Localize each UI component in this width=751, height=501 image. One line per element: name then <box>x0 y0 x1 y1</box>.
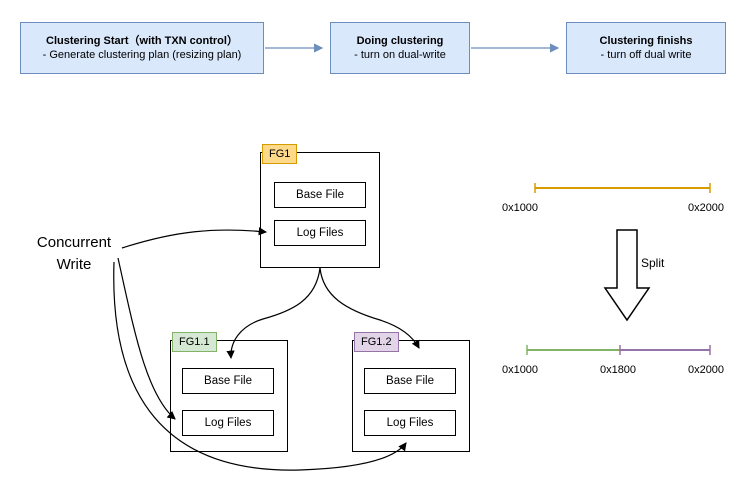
flow-step-subtitle: - Generate clustering plan (resizing pla… <box>42 49 242 61</box>
top-range-end-label: 0x2000 <box>687 202 725 214</box>
flow-step-subtitle: - turn off dual write <box>600 49 692 61</box>
flow-step-subtitle: - turn on dual-write <box>354 49 446 61</box>
fg1-label-tab: FG1 <box>262 144 298 164</box>
fg12-label-tab: FG1.2 <box>354 332 399 352</box>
fg11-log-files-box: Log Files <box>182 410 274 436</box>
flow-step-title: Clustering finishs <box>599 35 693 47</box>
top-key-range-line <box>534 183 711 193</box>
fg1-log-files-box: Log Files <box>274 220 366 246</box>
flow-step-title: Doing clustering <box>356 35 444 47</box>
concurrent-write-label: Concurrent Write <box>18 232 130 276</box>
split-down-arrow <box>603 229 651 322</box>
flow-step-clustering-finish: Clustering finishs - turn off dual write <box>566 22 726 74</box>
concurrent-write-line2: Write <box>56 256 92 273</box>
top-range-start-label: 0x1000 <box>501 202 539 214</box>
fg1-group-box <box>260 152 380 268</box>
flow-step-title: Clustering Start（with TXN control） <box>46 35 238 47</box>
bottom-range-start-label: 0x1000 <box>501 364 539 376</box>
bottom-range-end-label: 0x2000 <box>687 364 725 376</box>
split-label: Split <box>641 256 665 270</box>
fg11-label-tab: FG1.1 <box>172 332 217 352</box>
fg12-base-file-box: Base File <box>364 368 456 394</box>
concurrent-to-fg1-logs-arrow <box>121 227 268 249</box>
concurrent-to-fg11-logs-arrow <box>117 257 176 420</box>
flow-step-clustering-start: Clustering Start（with TXN control） - Gen… <box>20 22 264 74</box>
fg1-base-file-box: Base File <box>274 182 366 208</box>
concurrent-write-line1: Concurrent <box>36 234 112 251</box>
fg12-log-files-box: Log Files <box>364 410 456 436</box>
bottom-range-mid-label: 0x1800 <box>599 364 637 376</box>
flow-step-doing-clustering: Doing clustering - turn on dual-write <box>330 22 470 74</box>
fg11-base-file-box: Base File <box>182 368 274 394</box>
bottom-key-range-line <box>526 345 711 355</box>
